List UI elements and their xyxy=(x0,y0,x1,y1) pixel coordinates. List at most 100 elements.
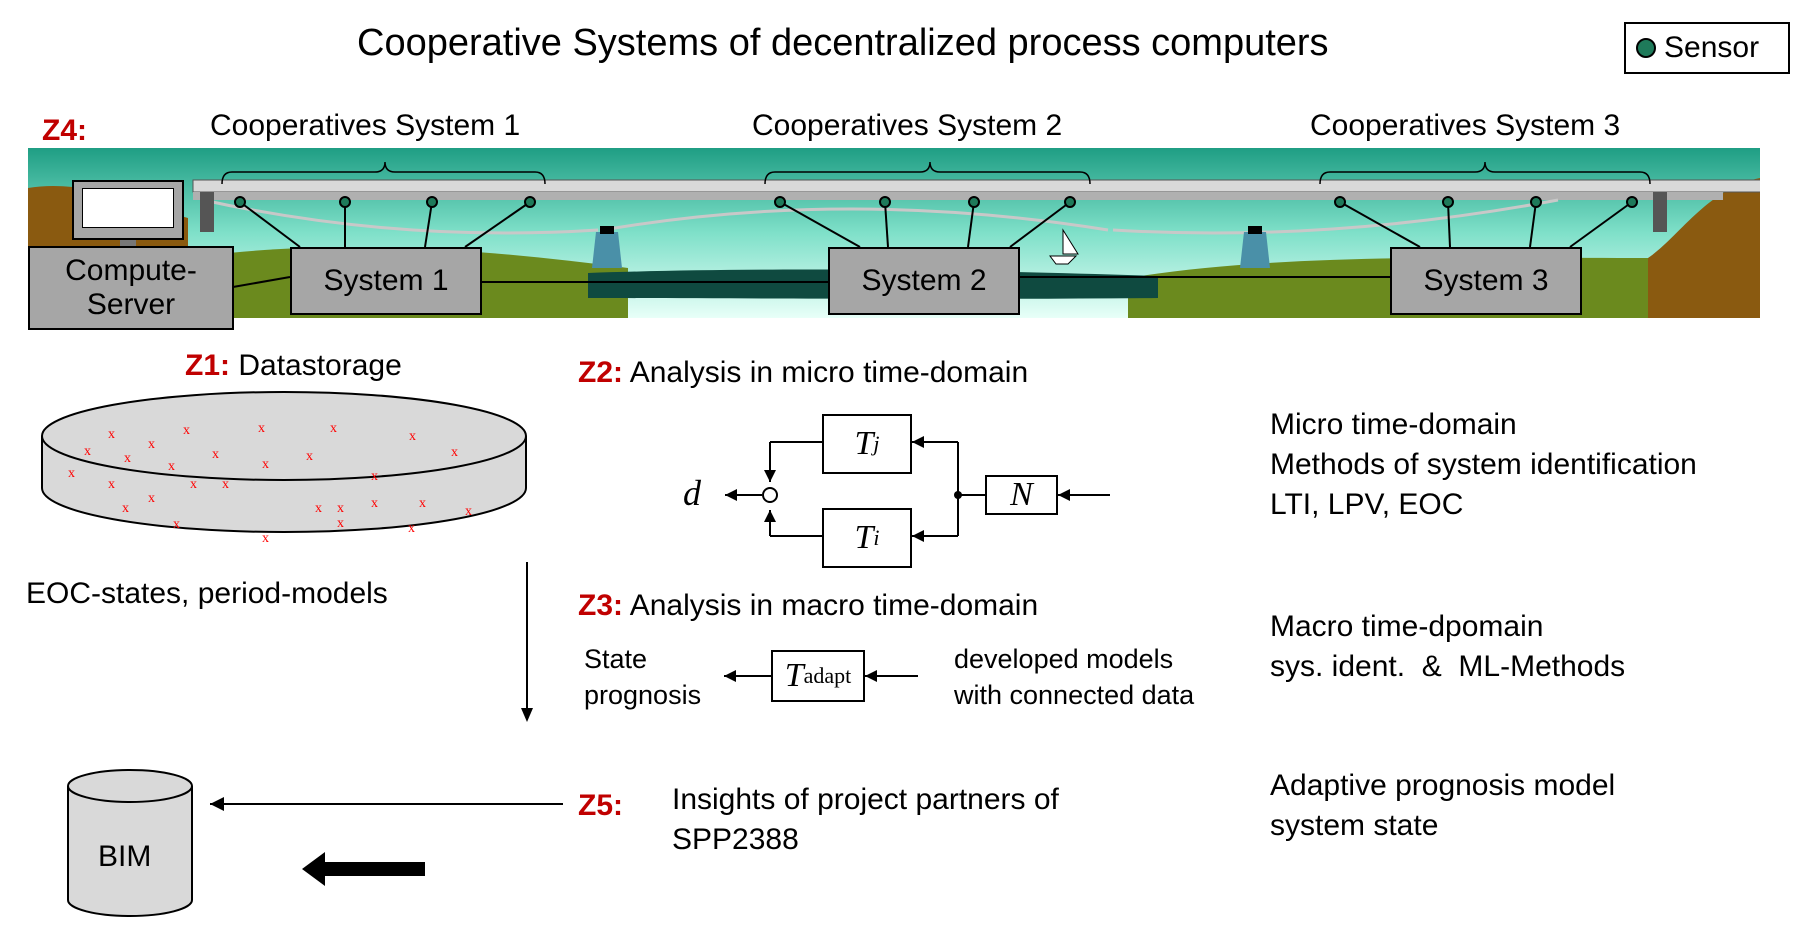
sensor-icon xyxy=(1626,196,1638,208)
svg-text:x: x xyxy=(108,477,115,492)
svg-text:x: x xyxy=(315,501,322,516)
compute-server-line2: Server xyxy=(86,288,176,321)
system-3-label: System 3 xyxy=(1423,264,1549,297)
sensor-icon xyxy=(234,196,246,208)
z2-label: Z2: xyxy=(578,356,623,389)
sensor-icon xyxy=(524,196,536,208)
z4-label: Z4: xyxy=(42,114,87,147)
compute-server-box: Compute-Server xyxy=(28,246,234,330)
sensor-dot-icon xyxy=(1636,38,1656,58)
bim-cylinder xyxy=(67,786,193,917)
bridge-girder xyxy=(193,192,1723,200)
page-title: Cooperative Systems of decentralized pro… xyxy=(357,22,1329,64)
output-d-label: d xyxy=(683,473,701,513)
svg-text:x: x xyxy=(148,437,155,452)
z3-heading: Z3: Analysis in macro time-domain xyxy=(578,586,1038,626)
svg-text:x: x xyxy=(408,521,415,536)
svg-text:x: x xyxy=(262,531,269,546)
z5-label: Z5: xyxy=(578,789,623,822)
legend-label: Sensor xyxy=(1664,31,1760,64)
abutment-right xyxy=(1653,192,1667,232)
compute-server-line1: Compute- xyxy=(65,254,197,287)
svg-text:x: x xyxy=(258,421,265,436)
adaptive-notes: Adaptive prognosis model system state xyxy=(1270,769,1616,842)
sensor-icon xyxy=(1064,196,1076,208)
svg-text:x: x xyxy=(222,477,229,492)
svg-text:x: x xyxy=(212,447,219,462)
sailboat-icon xyxy=(1049,255,1078,265)
z1-heading: Z1: Datastorage xyxy=(185,346,402,386)
pier-2 xyxy=(1240,232,1270,268)
sensor-icon xyxy=(774,196,786,208)
svg-text:x: x xyxy=(122,501,129,516)
sensor-icon xyxy=(1530,196,1542,208)
svg-text:x: x xyxy=(371,469,378,484)
svg-text:x: x xyxy=(108,427,115,442)
cooperatives-system-3-label: Cooperatives System 3 xyxy=(1310,109,1621,142)
svg-text:x: x xyxy=(124,451,131,466)
sensor-icon xyxy=(968,196,980,208)
sensor-icon xyxy=(1442,196,1454,208)
z3-label: Z3: xyxy=(578,589,623,622)
sensor-icon xyxy=(879,196,891,208)
svg-text:x: x xyxy=(173,517,180,532)
svg-text:x: x xyxy=(306,449,313,464)
sensor-icon xyxy=(426,196,438,208)
bim-label: BIM xyxy=(98,840,152,873)
summing-junction xyxy=(762,487,778,503)
macro-notes: Macro time-dpomain sys. ident. & ML-Meth… xyxy=(1270,610,1626,683)
cooperatives-system-2-label: Cooperatives System 2 xyxy=(752,109,1063,142)
sensor-icon xyxy=(1334,196,1346,208)
svg-text:x: x xyxy=(84,444,91,459)
svg-text:x: x xyxy=(371,496,378,511)
z3-title: Analysis in macro time-domain xyxy=(629,589,1039,622)
system-2-box: System 2 xyxy=(828,247,1020,315)
monitor-icon xyxy=(72,180,184,240)
system-1-box: System 1 xyxy=(290,247,482,315)
svg-text:x: x xyxy=(148,491,155,506)
arch-3 xyxy=(1112,198,1559,235)
svg-text:x: x xyxy=(451,445,458,460)
brace-3 xyxy=(1319,161,1651,185)
svg-text:x: x xyxy=(337,516,344,531)
svg-text:x: x xyxy=(409,429,416,444)
z2-title: Analysis in micro time-domain xyxy=(629,356,1029,389)
brace-2 xyxy=(764,161,1091,185)
legend: Sensor xyxy=(1624,22,1790,74)
arch-2 xyxy=(602,207,1109,232)
z2-heading: Z2: Analysis in micro time-domain xyxy=(578,353,1028,393)
down-arrow-icon xyxy=(521,708,533,722)
system-2-label: System 2 xyxy=(861,264,987,297)
cooperatives-system-1-label: Cooperatives System 1 xyxy=(210,109,521,142)
thick-left-arrow-icon xyxy=(302,852,425,886)
svg-text:x: x xyxy=(330,421,337,436)
pier-1 xyxy=(592,232,622,268)
z1-label: Z1: xyxy=(185,349,230,382)
svg-text:x: x xyxy=(168,459,175,474)
sensor-icon xyxy=(339,196,351,208)
n-block: N xyxy=(985,475,1058,515)
system-1-label: System 1 xyxy=(323,264,449,297)
abutment-left xyxy=(200,192,214,232)
svg-text:x: x xyxy=(337,501,344,516)
system-3-box: System 3 xyxy=(1390,247,1582,315)
z1-title: Datastorage xyxy=(238,349,402,382)
svg-text:x: x xyxy=(68,466,75,481)
micro-notes: Micro time-domain Methods of system iden… xyxy=(1270,408,1697,521)
svg-text:x: x xyxy=(419,496,426,511)
svg-text:x: x xyxy=(190,477,197,492)
sensor-group xyxy=(234,196,1638,208)
svg-text:x: x xyxy=(262,457,269,472)
svg-text:x: x xyxy=(183,423,190,438)
svg-text:x: x xyxy=(465,504,472,519)
left-arrow-icon xyxy=(210,797,224,811)
brace-1 xyxy=(221,161,546,185)
